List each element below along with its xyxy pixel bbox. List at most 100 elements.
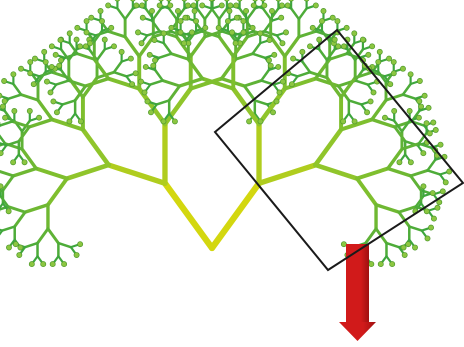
- leaf-dot: [408, 72, 413, 77]
- tree-branch: [114, 62, 122, 73]
- leaf-dot: [241, 19, 246, 24]
- leaf-dot: [253, 0, 258, 1]
- leaf-dot: [139, 3, 144, 8]
- leaf-dot: [133, 71, 138, 76]
- tree-branch: [114, 72, 126, 76]
- leaf-dot: [382, 115, 387, 120]
- leaf-dot: [424, 209, 429, 214]
- leaf-dot: [229, 30, 234, 35]
- leaf-dot: [178, 19, 183, 24]
- leaf-dot: [269, 8, 274, 13]
- tree: [0, 0, 452, 346]
- tree-branch: [22, 149, 36, 168]
- leaf-dot: [172, 119, 177, 124]
- leaf-dot: [6, 245, 11, 250]
- leaf-dot: [371, 90, 376, 95]
- tree-branch: [0, 228, 2, 231]
- leaf-dot: [49, 64, 54, 69]
- leaf-dot: [289, 82, 294, 87]
- tree-branch: [219, 8, 227, 19]
- leaf-dot: [42, 49, 47, 54]
- tree-branch: [298, 72, 310, 76]
- leaf-dot: [304, 0, 309, 1]
- leaf-dot: [227, 8, 232, 13]
- leaf-dot: [189, 30, 194, 35]
- leaf-dot: [175, 8, 180, 13]
- tree-branch: [67, 165, 109, 179]
- tree-branch: [428, 160, 436, 171]
- leaf-dot: [191, 3, 196, 8]
- leaf-dot: [178, 30, 183, 35]
- leaf-dot: [402, 252, 407, 257]
- leaf-dot: [336, 44, 341, 49]
- leaf-dot: [75, 25, 80, 30]
- leaf-dot: [368, 99, 373, 104]
- leaf-dot: [360, 37, 365, 42]
- leaf-dot: [49, 44, 54, 49]
- leaf-dot: [417, 99, 422, 104]
- leaf-dot: [50, 262, 55, 267]
- tree-branch: [15, 212, 25, 226]
- tree-branch: [56, 81, 68, 85]
- leaf-dot: [0, 151, 3, 156]
- tree-branch: [291, 8, 299, 19]
- tree-branch: [2, 227, 15, 231]
- leaf-dot: [289, 0, 294, 1]
- tree-branch: [259, 165, 315, 183]
- tree-branch: [388, 149, 402, 168]
- leaf-dot: [128, 56, 133, 61]
- leaf-dot: [438, 142, 443, 147]
- tree-branch: [386, 243, 398, 247]
- tree-branch: [315, 130, 341, 165]
- leaf-dot: [185, 3, 190, 8]
- leaf-dot: [279, 3, 284, 8]
- leaf-dot: [181, 41, 186, 46]
- leaf-dot: [74, 37, 79, 42]
- leaf-dot: [431, 120, 436, 125]
- tree-branch: [36, 169, 67, 179]
- tree-branch: [9, 95, 21, 99]
- leaf-dot: [258, 31, 263, 36]
- leaf-dot: [401, 245, 406, 250]
- tree-branch: [349, 100, 362, 104]
- leaf-dot: [390, 262, 395, 267]
- leaf-dot: [391, 59, 396, 64]
- tree-branch: [159, 54, 172, 58]
- leaf-dot: [369, 262, 374, 267]
- leaf-dot: [352, 119, 357, 124]
- leaf-dot: [417, 78, 422, 83]
- leaf-dot: [43, 59, 48, 64]
- leaf-dot: [142, 90, 147, 95]
- tree-branch: [388, 169, 411, 176]
- leaf-dot: [234, 15, 239, 20]
- leaf-dot: [84, 19, 89, 24]
- leaf-dot: [313, 3, 318, 8]
- leaf-dot: [78, 242, 83, 247]
- tree-branch: [0, 170, 13, 175]
- leaf-dot: [12, 108, 17, 113]
- leaf-dot: [233, 41, 238, 46]
- leaf-dot: [266, 58, 271, 63]
- leaf-dot: [416, 115, 421, 120]
- selection-frame: [215, 30, 463, 270]
- leaf-dot: [267, 37, 272, 42]
- leaf-dot: [386, 56, 391, 61]
- leaf-dot: [28, 59, 33, 64]
- tree-branch: [48, 229, 58, 243]
- tree-branch: [299, 31, 316, 36]
- leaf-dot: [388, 82, 393, 87]
- leaf-dot: [139, 41, 144, 46]
- leaf-dot: [3, 115, 8, 120]
- tree-branch: [157, 100, 169, 104]
- leaf-dot: [426, 105, 431, 110]
- leaf-dot: [22, 160, 27, 165]
- tree-branch: [13, 84, 21, 95]
- leaf-dot: [431, 216, 436, 221]
- tree-branch: [97, 49, 105, 60]
- leaf-dot: [0, 104, 5, 109]
- tree-branch: [125, 8, 133, 19]
- leaf-dot: [106, 3, 111, 8]
- leaf-dot: [285, 3, 290, 8]
- leaf-dot: [258, 119, 263, 124]
